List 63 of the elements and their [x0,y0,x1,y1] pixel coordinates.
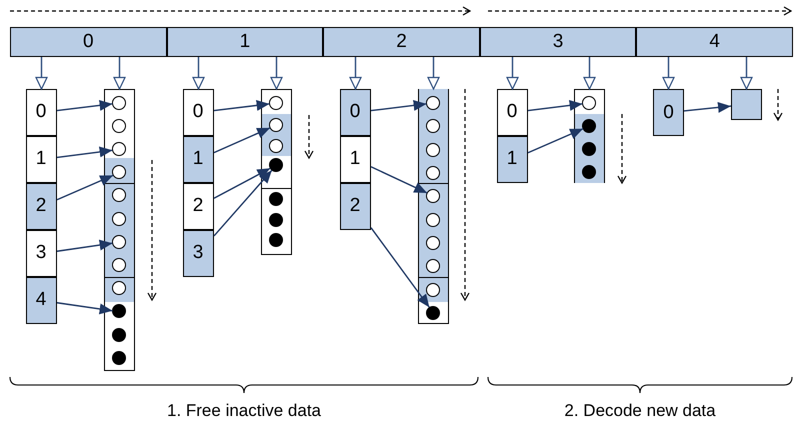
arrow [214,168,271,199]
section-caption: 1. Free inactive data [166,401,322,421]
arrow [349,57,362,90]
filled-dot [112,350,126,365]
index-cell: 0 [340,88,370,136]
segment-box: 3 [480,27,636,57]
index-cell: 0 [653,89,684,136]
column-frame [261,89,292,255]
filled-dot [269,158,283,172]
arrow [192,57,205,90]
arrow [213,170,272,236]
index-cell: 1 [26,136,56,182]
arrow [370,166,428,194]
filled-dot [269,192,283,206]
index-cell: 2 [182,182,214,230]
hollow-circle [112,96,126,110]
arrow [214,127,270,154]
index-cell: 1 [182,136,214,182]
hollow-circle [112,142,126,156]
arrow [740,57,753,90]
arrow [56,146,113,158]
arrow [662,57,675,90]
filled-dot [269,232,283,246]
column-frame [574,89,605,183]
hollow-circle [582,96,596,110]
segment-box: 4 [636,27,793,57]
filled-dot [112,328,126,342]
arrow [56,174,114,200]
arrow [583,57,596,90]
column-frame [340,89,371,230]
square-box [731,89,762,120]
arrow [370,227,430,308]
arrow [56,240,113,252]
hollow-circle [112,118,126,133]
arrow [427,57,440,90]
index-cell: 3 [182,230,214,276]
column-frame [104,89,135,371]
arrow [506,57,519,90]
index-cell: 2 [26,182,56,230]
section-caption: 2. Decode new data [564,401,716,421]
arrow [35,57,48,90]
filled-dot [112,304,126,318]
arrow [528,128,584,154]
arrow [270,57,283,90]
arrow [56,302,113,314]
index-cell: 1 [340,136,370,182]
arrow [56,100,113,112]
hollow-circle [269,96,283,110]
column-frame [418,89,449,324]
filled-dot [426,306,440,320]
index-cell: 1 [496,136,528,182]
index-cell: 2 [340,182,370,230]
arrow [370,100,427,112]
segment-box: 2 [323,27,480,57]
arrow [214,100,270,112]
filled-dot [269,212,283,226]
arrow [113,57,126,90]
index-cell: 3 [26,230,56,276]
segment-box: 0 [10,27,167,57]
index-cell: 4 [26,276,56,324]
arrow [684,102,732,113]
segment-box: 1 [166,27,324,57]
arrow [528,100,583,112]
